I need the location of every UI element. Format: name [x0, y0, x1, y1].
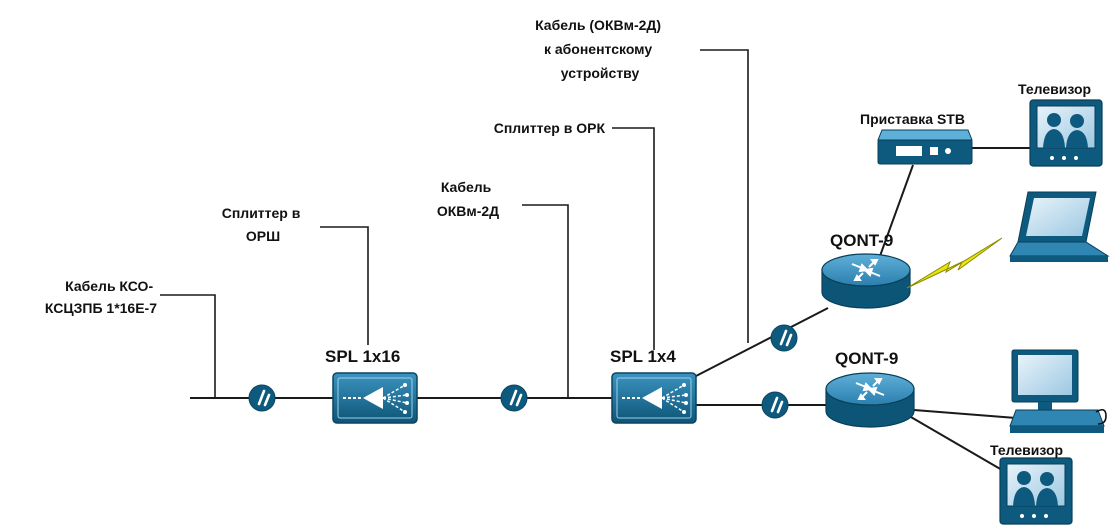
label-tv-bottom: Телевизор: [990, 442, 1063, 458]
label-qont-top: QONT-9: [830, 231, 893, 250]
label-cable-kso: Кабель КСО- КСЦЗПБ 1*16Е-7: [45, 278, 157, 316]
stb-box-icon: [877, 129, 973, 165]
label-cable-okvm: Кабель ОКВм-2Д: [437, 179, 499, 219]
wires: [190, 147, 1030, 471]
wireless-link-icon: [906, 237, 1003, 289]
label-spl-1x16: SPL 1x16: [325, 347, 400, 366]
connector-icon: [760, 390, 790, 420]
connector-icon: [499, 383, 529, 413]
label-splitter-orsh: Сплиттер в ОРШ: [222, 205, 305, 244]
router-icon: [825, 372, 915, 428]
label-spl-1x4: SPL 1x4: [610, 347, 676, 366]
label-splitter-ork: Сплиттер в ОРК: [494, 120, 606, 136]
desktop-computer-icon: [1009, 349, 1107, 433]
leader-lines: [160, 49, 749, 398]
splitter-icon: [611, 372, 697, 424]
label-tv-top: Телевизор: [1018, 81, 1091, 97]
laptop-icon: [1009, 191, 1110, 262]
connector-icon: [247, 383, 277, 413]
label-qont-bottom: QONT-9: [835, 349, 898, 368]
label-cable-abonent: Кабель (ОКВм-2Д) к абонентскому устройст…: [535, 17, 665, 81]
tv-icon: [1029, 99, 1103, 167]
tv-icon: [999, 457, 1073, 525]
label-stb: Приставка STB: [860, 111, 965, 127]
splitter-icon: [332, 372, 418, 424]
router-icon: [821, 253, 911, 309]
connector-icon: [769, 323, 799, 353]
